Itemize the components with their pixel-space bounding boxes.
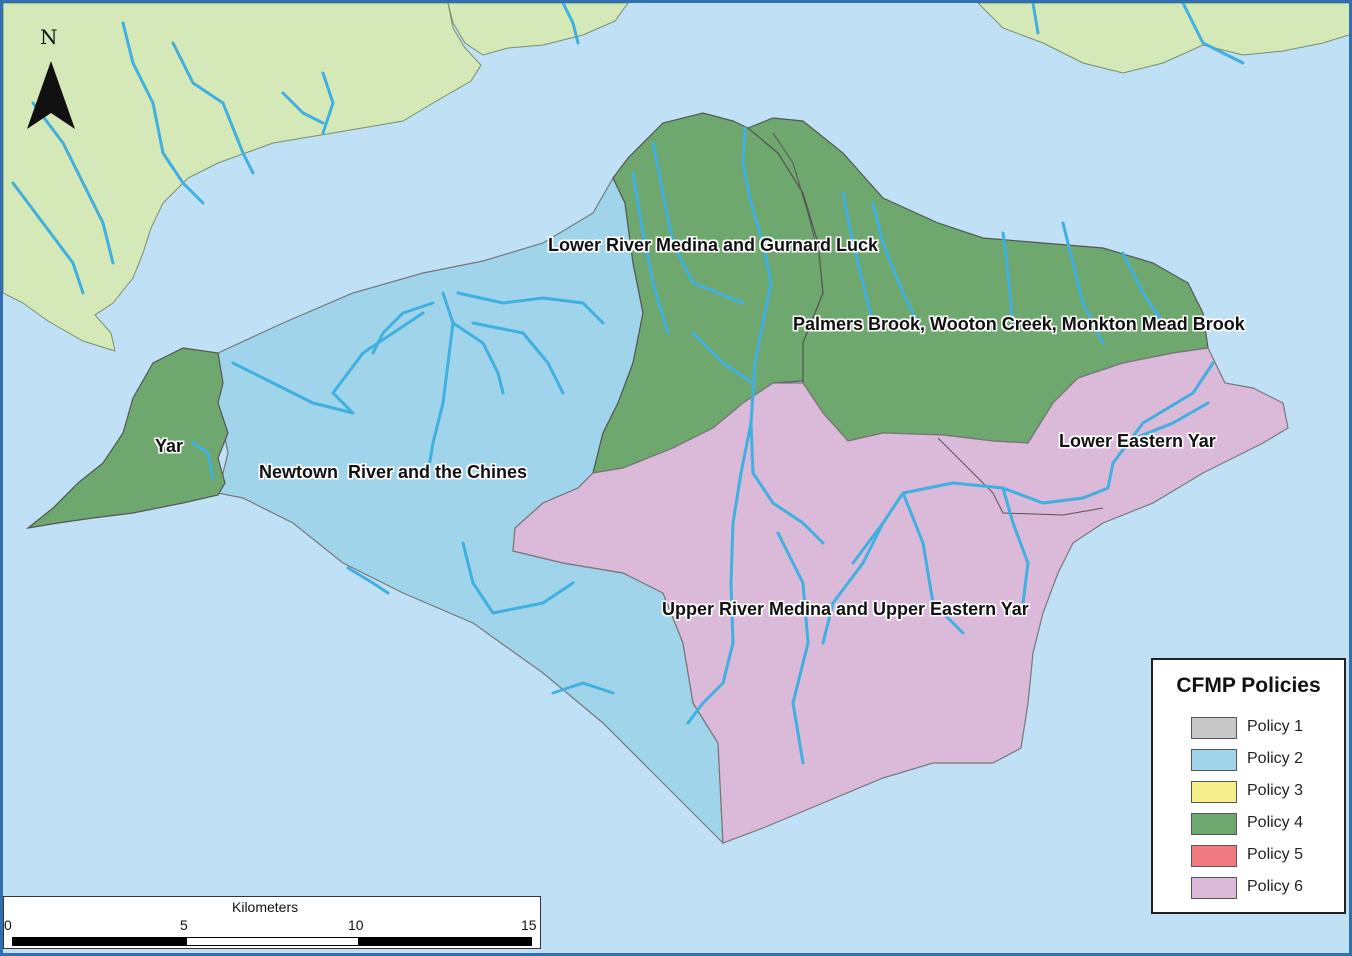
scale-bar-graphic bbox=[12, 937, 532, 946]
label-palmers-brook: Palmers Brook, Wooton Creek, Monkton Mea… bbox=[793, 314, 1245, 334]
legend-item: Policy 2 bbox=[1191, 747, 1341, 773]
legend-swatch bbox=[1191, 781, 1237, 803]
north-arrow bbox=[27, 61, 75, 129]
mainland-north-spit bbox=[447, 3, 629, 56]
scale-tick-label: 15 bbox=[521, 917, 537, 933]
legend-label: Policy 5 bbox=[1247, 846, 1304, 863]
label-lower-eastern-yar: Lower Eastern Yar bbox=[1059, 431, 1216, 451]
legend-swatch bbox=[1191, 845, 1237, 867]
scale-tick-label: 5 bbox=[180, 917, 188, 933]
legend-item: Policy 6 bbox=[1191, 875, 1341, 901]
north-arrow-icon bbox=[27, 61, 75, 129]
boundary-medina bbox=[772, 132, 819, 254]
mainland-northeast bbox=[977, 3, 1349, 74]
legend-label: Policy 3 bbox=[1247, 782, 1304, 799]
legend-swatch bbox=[1191, 877, 1237, 899]
legend-label: Policy 1 bbox=[1247, 718, 1304, 735]
scale-segment bbox=[359, 937, 532, 946]
north-label: N bbox=[40, 25, 58, 49]
scale-tick-label: 0 bbox=[4, 917, 12, 933]
label-newtown: Newtown River and the Chines bbox=[259, 462, 528, 482]
legend-title: CFMP Policies bbox=[1176, 674, 1321, 697]
region-upper-medina bbox=[512, 347, 1289, 844]
legend: CFMP Policies Policy 1 Policy 2 Policy 3… bbox=[1151, 658, 1346, 914]
legend-label: Policy 2 bbox=[1247, 750, 1304, 767]
region-yar bbox=[25, 347, 229, 529]
label-lower-medina: Lower River Medina and Gurnard Luck bbox=[548, 235, 879, 255]
legend-item: Policy 3 bbox=[1191, 779, 1341, 805]
legend-swatch bbox=[1191, 717, 1237, 739]
scale-segment bbox=[186, 937, 359, 946]
legend-item: Policy 1 bbox=[1191, 715, 1341, 741]
label-upper-medina: Upper River Medina and Upper Eastern Yar bbox=[662, 599, 1029, 619]
legend-label: Policy 4 bbox=[1247, 814, 1304, 831]
scale-unit-label: Kilometers bbox=[232, 899, 299, 915]
rivers bbox=[11, 3, 1245, 765]
boundary-lower-eastern-yar bbox=[937, 437, 1104, 516]
scale-segment bbox=[12, 937, 186, 946]
legend-item: Policy 5 bbox=[1191, 843, 1341, 869]
map-canvas bbox=[3, 3, 1349, 845]
legend-swatch bbox=[1191, 813, 1237, 835]
legend-item: Policy 4 bbox=[1191, 811, 1341, 837]
mainland-northwest bbox=[3, 3, 482, 352]
legend-label: Policy 6 bbox=[1247, 878, 1304, 895]
legend-swatch bbox=[1191, 749, 1237, 771]
scale-bar: Kilometers 0 5 10 15 bbox=[3, 896, 541, 949]
label-yar: Yar bbox=[155, 436, 184, 456]
scale-tick-label: 10 bbox=[348, 917, 364, 933]
